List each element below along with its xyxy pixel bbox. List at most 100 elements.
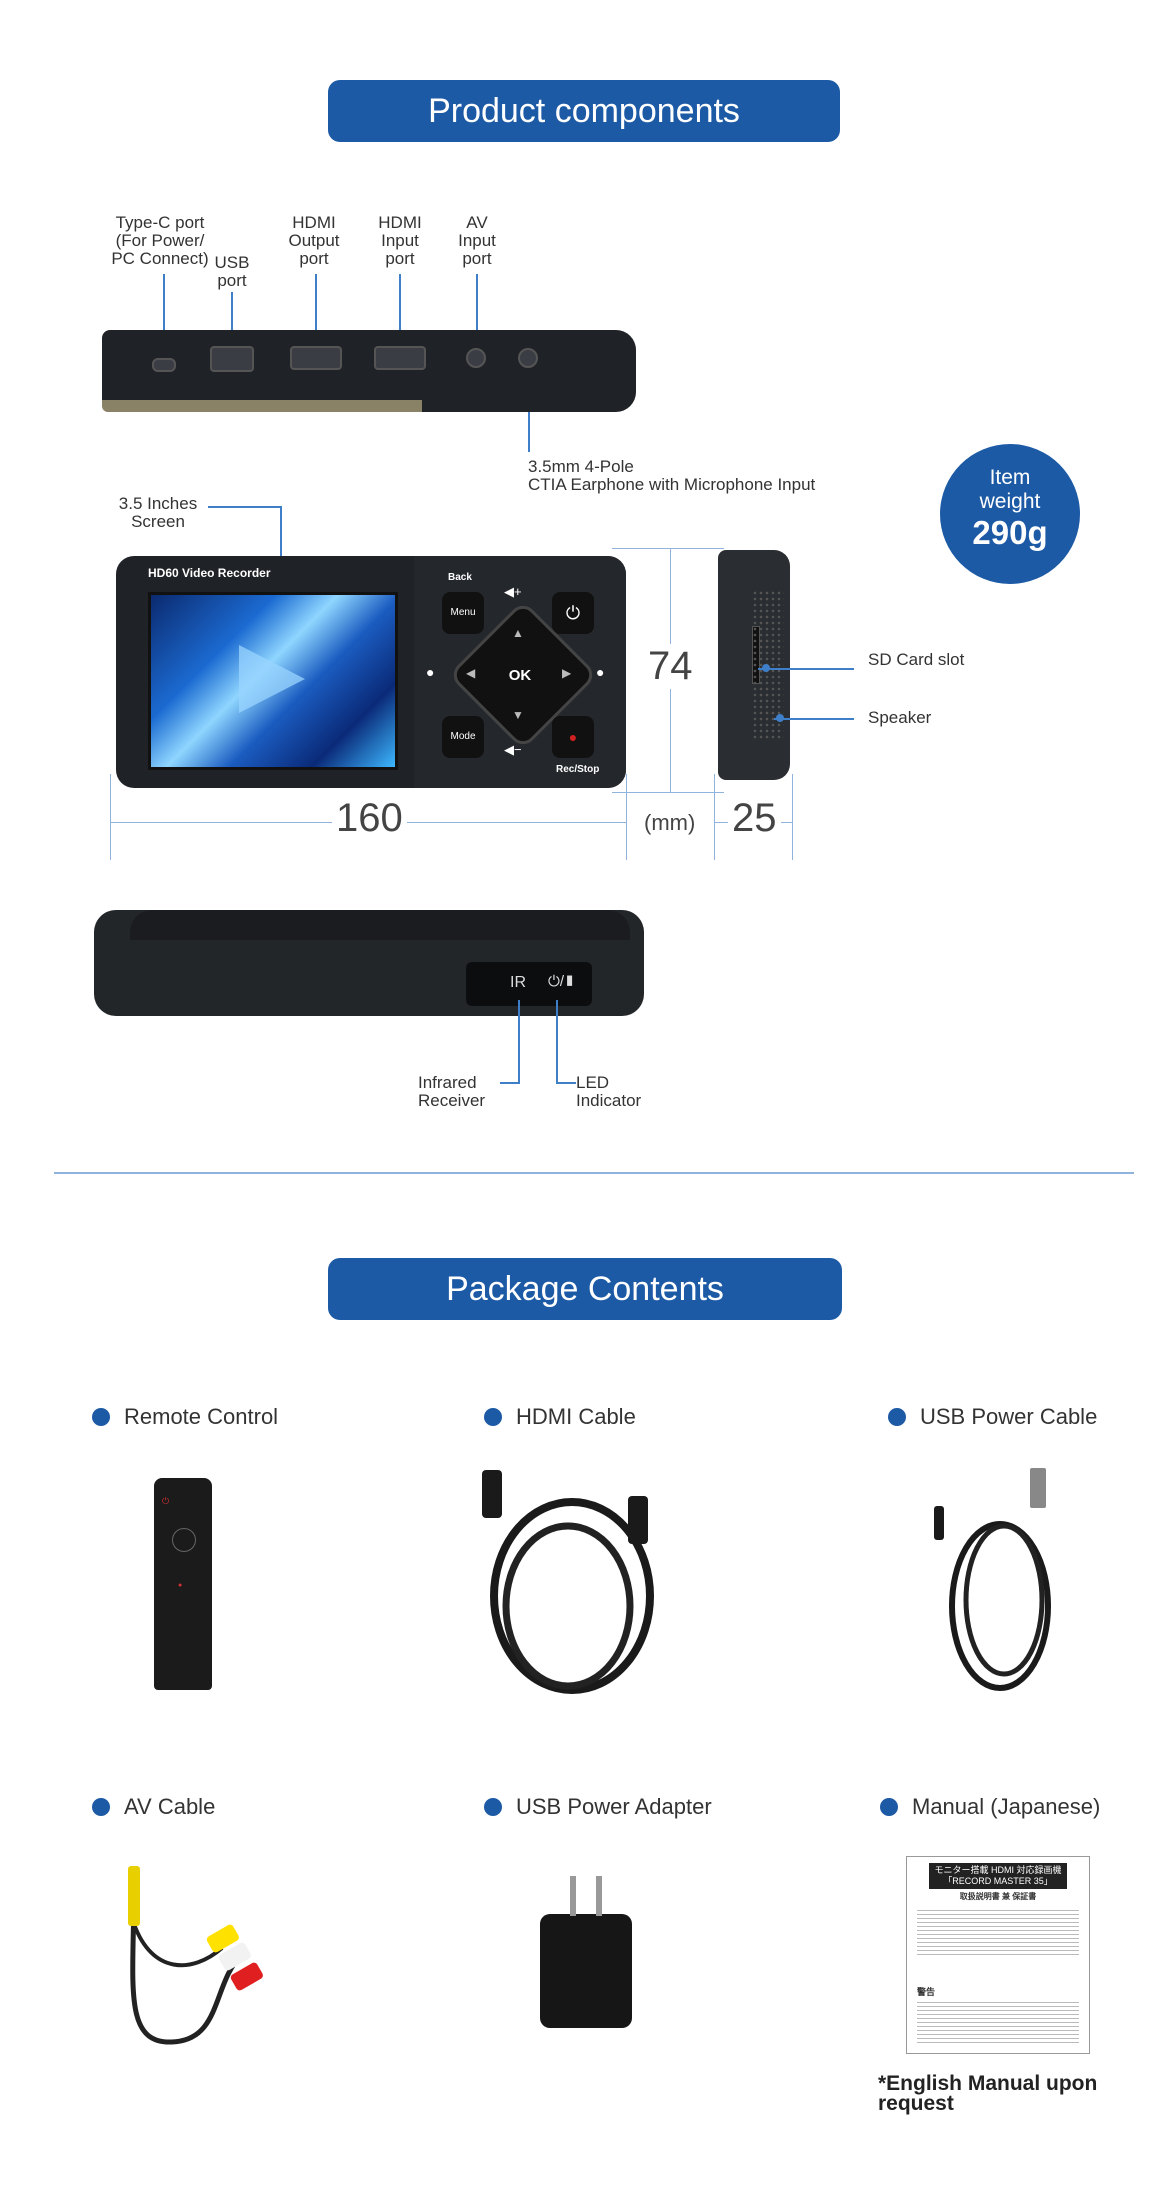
manual-body-lines-2 <box>917 1999 1079 2045</box>
angled-top-surface <box>130 910 630 940</box>
manual-warning: 警告 <box>917 1987 936 1997</box>
dpad-right-icon[interactable]: ▶ <box>562 666 572 680</box>
hdmi-input-port <box>374 346 426 370</box>
av-input-port-label: AV Input port <box>458 213 496 268</box>
av-cable-image <box>128 1866 263 2045</box>
mic-right-icon: ● <box>596 664 605 680</box>
type-c-port <box>152 358 176 372</box>
ok-label: OK <box>508 667 532 684</box>
ir-text: IR <box>510 974 526 991</box>
device-angled-view: IR ⏻/▮ <box>94 910 644 1016</box>
power-icon: ⏻ <box>565 603 581 623</box>
volume-up-icon: ◀+ <box>504 584 522 599</box>
dim-depth-value: 25 <box>728 796 781 841</box>
screen-size-label: 3.5 Inches Screen <box>118 494 198 531</box>
menu-label: Menu <box>450 607 476 618</box>
front-window: IR ⏻/▮ <box>466 962 592 1006</box>
earphone-port-label: 3.5mm 4-Pole CTIA Earphone with Micropho… <box>528 457 816 494</box>
remote-record-icon: ● <box>178 1582 183 1589</box>
manual-heading: 取扱説明書 兼 保証書 <box>959 1892 1037 1901</box>
item-label: HDMI Cable <box>516 1404 636 1429</box>
weight-label-1: Item <box>989 466 1031 489</box>
speaker-leader <box>774 718 854 720</box>
manual-image: モニター搭載 HDMI 対応録画機 「RECORD MASTER 35」 取扱説… <box>906 1856 1090 2054</box>
item-label: Remote Control <box>124 1404 279 1429</box>
screen-leader-h <box>208 506 282 508</box>
usb-port-label: USB port <box>214 253 250 290</box>
rec-stop-label: Rec/Stop <box>556 764 600 775</box>
speaker-label: Speaker <box>868 708 932 727</box>
hdmi-cable-image <box>482 1470 654 1694</box>
bullet-icon <box>92 1798 110 1816</box>
volume-down-icon: ◀− <box>504 742 522 757</box>
dpad-left-icon[interactable]: ◀ <box>466 666 476 680</box>
bullet-icon <box>484 1798 502 1816</box>
record-button[interactable]: ● <box>552 716 594 758</box>
item-hdmi-cable: HDMI Cable <box>484 1404 636 1430</box>
infrared-leader-h <box>500 1082 520 1084</box>
play-icon <box>239 645 305 713</box>
dim-unit: (mm) <box>644 810 696 835</box>
hdmi-output-port-label: HDMI Output port <box>288 213 340 268</box>
components-title: Product components <box>328 80 840 142</box>
weight-badge: Item weight 290g <box>940 444 1080 584</box>
ok-button[interactable]: OK <box>500 656 540 696</box>
manual-title-line1: モニター搭載 HDMI 対応録画機 <box>934 1865 1062 1875</box>
infrared-leader <box>518 1000 520 1084</box>
dim-width-value: 160 <box>332 796 407 841</box>
bullet-icon <box>484 1408 502 1426</box>
dim-height-top <box>612 548 724 549</box>
item-usb-power-cable: USB Power Cable <box>888 1404 1097 1430</box>
record-icon: ● <box>568 729 578 745</box>
device-brand: HD60 Video Recorder <box>148 566 271 580</box>
led-label: LED Indicator <box>576 1073 642 1110</box>
av-input-jack <box>466 348 486 368</box>
adapter-prong-left <box>570 1876 576 1916</box>
usb-power-cable-image <box>934 1468 1051 1691</box>
hdmi-in-leader <box>399 274 401 354</box>
menu-button[interactable]: Menu <box>442 592 484 634</box>
device-front-view: HD60 Video Recorder Back Menu ◀+ ⏻ ▲ ▼ ◀… <box>116 556 626 788</box>
led-leader <box>556 1000 558 1084</box>
type-c-leader <box>163 274 165 354</box>
usb-leader <box>231 292 233 354</box>
dim-height-bottom <box>612 792 724 793</box>
dim-height-value: 74 <box>644 644 697 689</box>
sd-card-dot <box>762 664 770 672</box>
hdmi-input-port-label: HDMI Input port <box>378 213 422 268</box>
dim-depth-right <box>792 774 793 860</box>
hdmi-out-leader <box>315 274 317 354</box>
power-button[interactable]: ⏻ <box>552 592 594 634</box>
remote-dpad-icon <box>172 1528 196 1552</box>
dim-width-right <box>626 774 627 860</box>
mode-label: Mode <box>450 731 476 742</box>
weight-value: 290g <box>972 514 1048 551</box>
item-av-cable: AV Cable <box>92 1794 215 1820</box>
bullet-icon <box>888 1408 906 1426</box>
earphone-jack <box>518 348 538 368</box>
bullet-icon <box>880 1798 898 1816</box>
section-divider <box>54 1172 1134 1174</box>
remote-power-icon: ⏻ <box>162 1496 170 1506</box>
item-label: Manual (Japanese) <box>912 1794 1101 1819</box>
item-manual: Manual (Japanese) <box>880 1794 1100 1820</box>
av-in-leader <box>476 274 478 354</box>
usb-adapter-image <box>540 1914 632 2028</box>
mode-button[interactable]: Mode <box>442 716 484 758</box>
package-title: Package Contents <box>328 1258 842 1320</box>
item-label: USB Power Cable <box>920 1404 1098 1429</box>
dim-width-left <box>110 774 111 860</box>
hdmi-output-port <box>290 346 342 370</box>
item-usb-power-adapter: USB Power Adapter <box>484 1794 712 1820</box>
item-label: USB Power Adapter <box>516 1794 712 1819</box>
dpad-down-icon[interactable]: ▼ <box>512 708 524 722</box>
power-led-icon: ⏻/▮ <box>548 973 576 990</box>
usb-port <box>210 346 254 372</box>
led-leader-h <box>556 1082 576 1084</box>
item-label: AV Cable <box>124 1794 216 1819</box>
dim-depth-left <box>714 774 715 860</box>
back-label: Back <box>448 572 472 583</box>
device-top-edge <box>102 400 422 412</box>
manual-body-lines <box>917 1907 1079 1957</box>
dpad-up-icon[interactable]: ▲ <box>512 626 524 640</box>
